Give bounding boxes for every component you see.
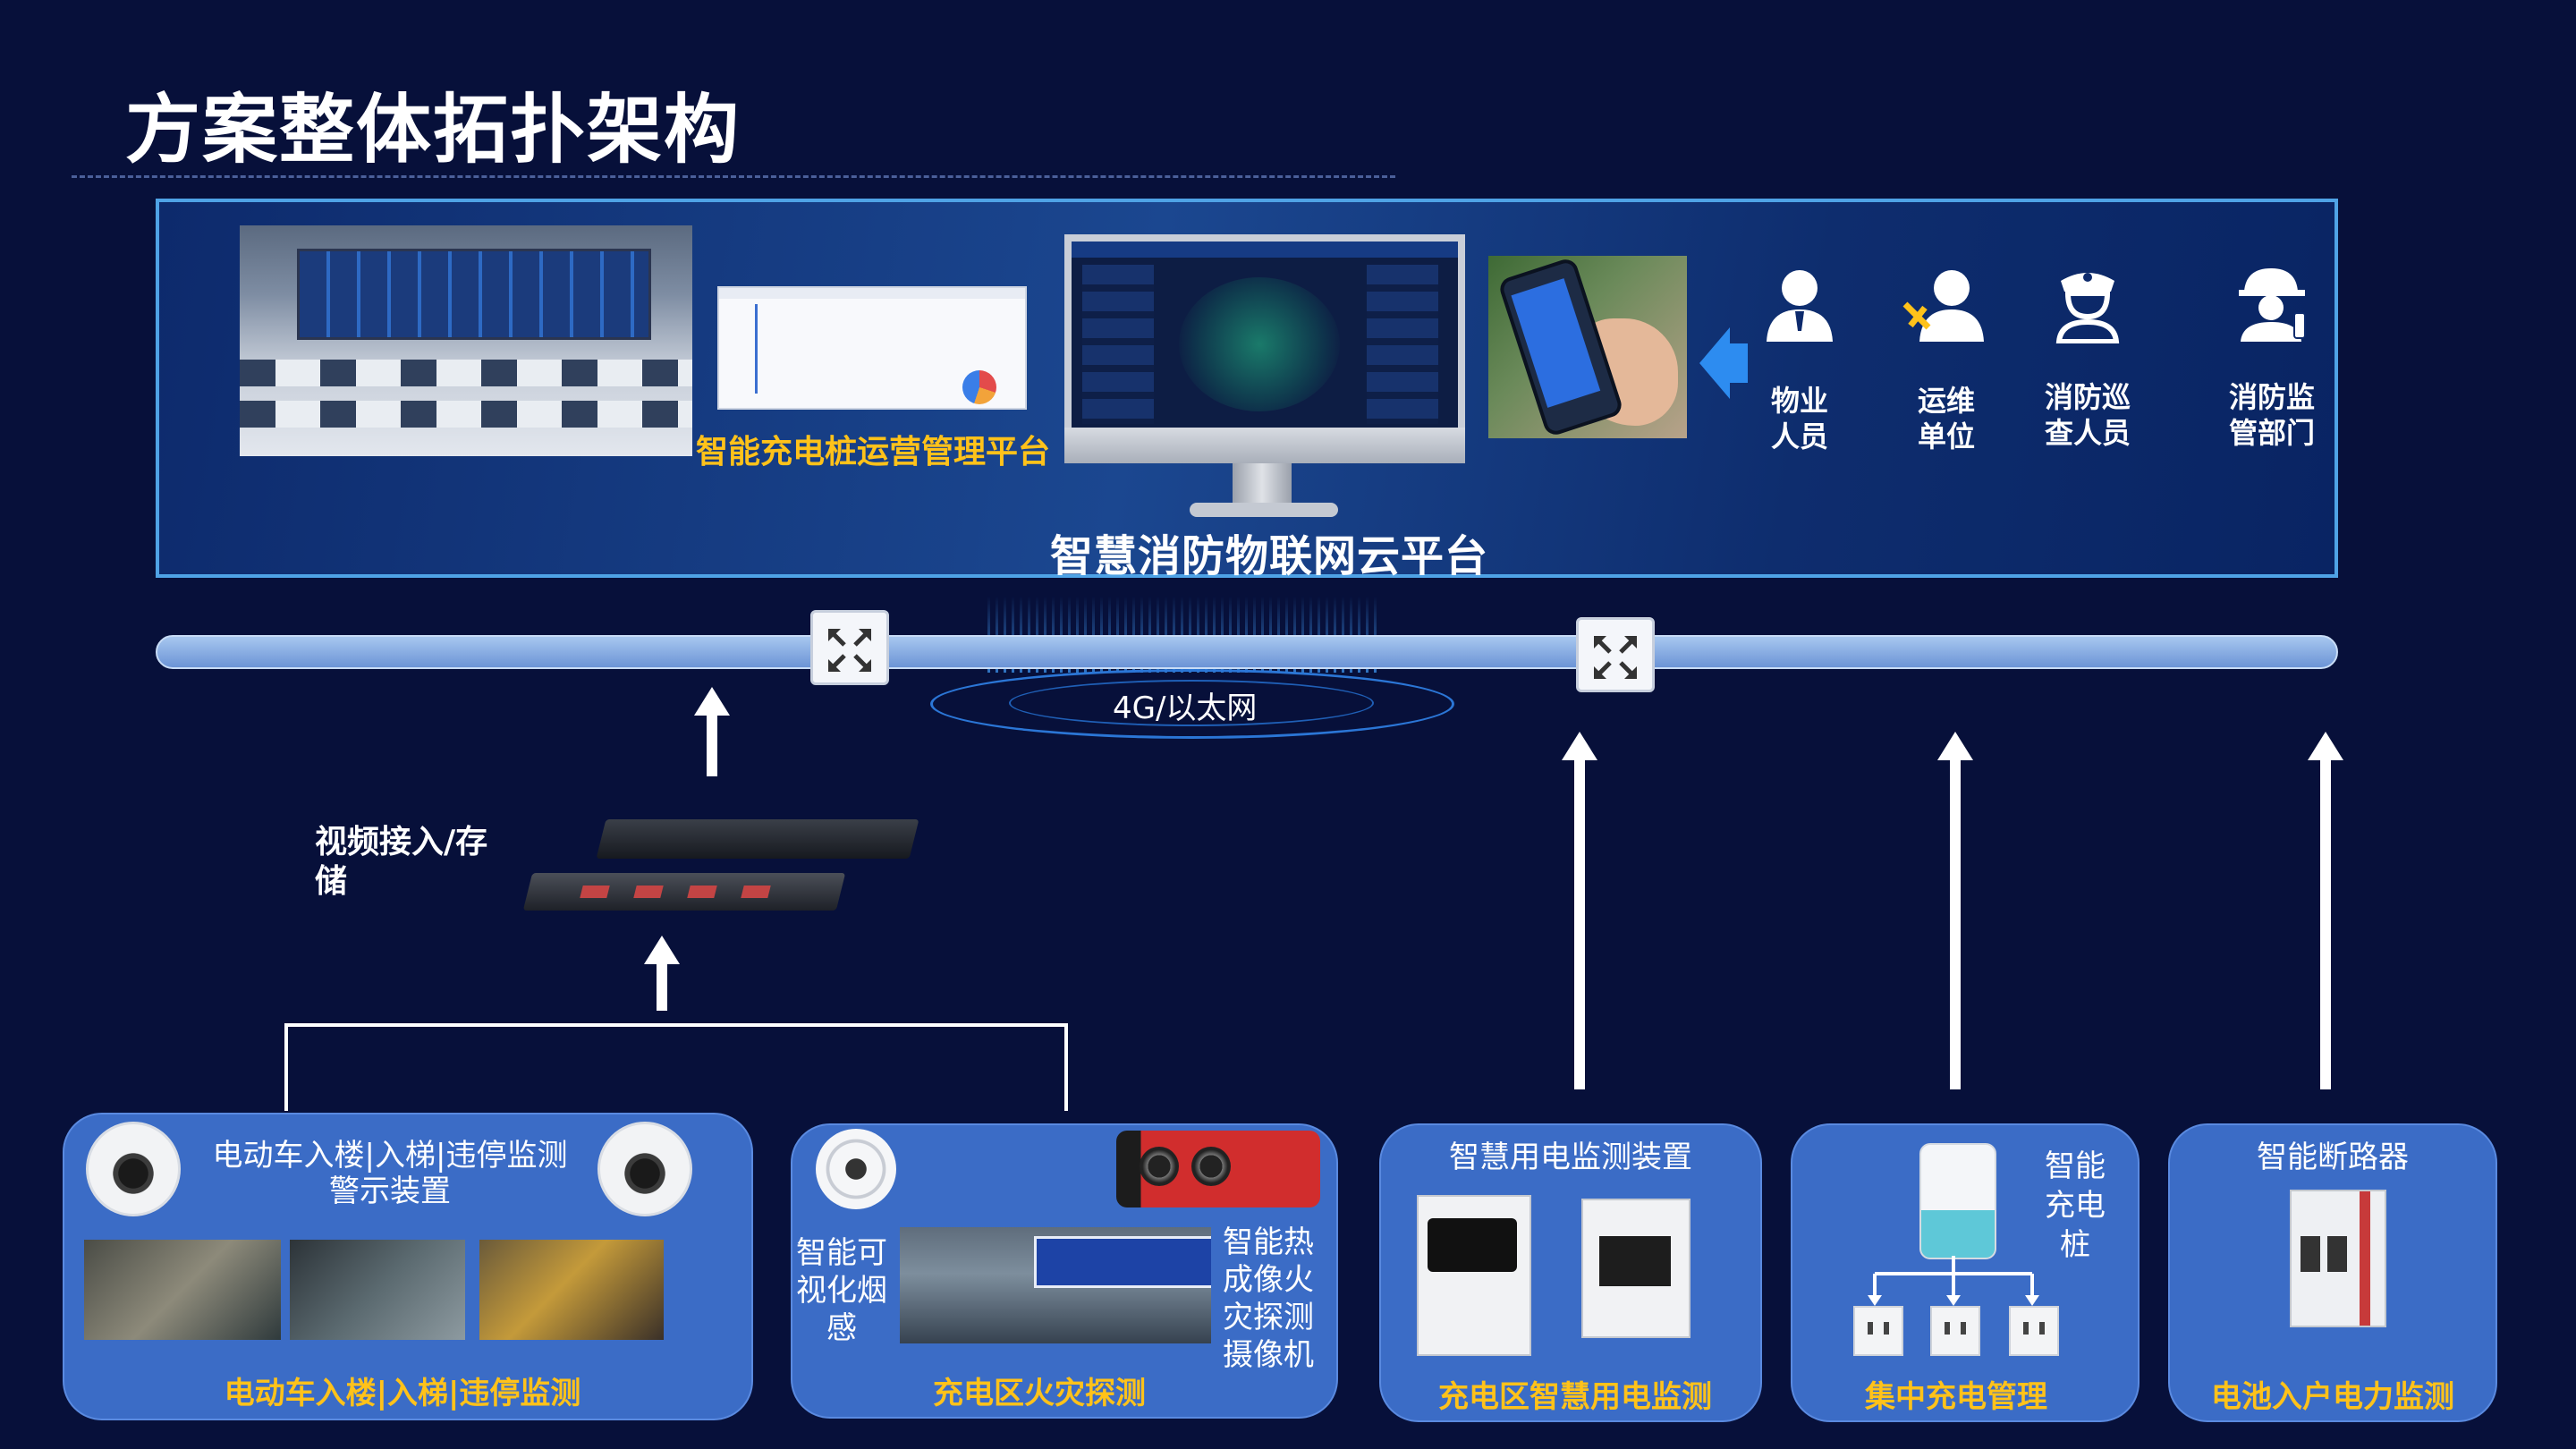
role-fire-inspector: 消防巡查人员	[2025, 265, 2150, 451]
arrow-shaft	[2320, 758, 2331, 1089]
dome-camera	[86, 1122, 181, 1216]
distribution-lines	[1868, 1256, 2039, 1306]
power-meter-device	[1417, 1195, 1531, 1356]
cloud-platform-label: 智慧消防物联网云平台	[1050, 531, 1489, 581]
smart-power-caption: 充电区智慧用电监测	[1438, 1379, 1712, 1415]
ops-platform-screenshot	[717, 286, 1027, 410]
title-divider	[72, 175, 1395, 178]
arrow-up-icon	[644, 936, 680, 964]
socket-icon	[1930, 1306, 1980, 1356]
arrow-up-icon	[694, 687, 730, 716]
video-bracket	[284, 1023, 1068, 1111]
ops-platform-label: 智能充电桩运营管理平台	[696, 434, 1051, 470]
role-fire-supervision: 消防监管部门	[2209, 265, 2334, 451]
ev-module-caption: 电动车入楼|入梯|违停监测	[224, 1376, 581, 1411]
switch-arrows-icon	[1594, 636, 1637, 679]
arrow-up-icon	[1937, 732, 1973, 760]
arrow-up-icon	[2308, 732, 2343, 760]
breaker-title: 智能断路器	[2257, 1140, 2409, 1175]
breaker-meter-device	[1581, 1199, 1690, 1338]
arrow-shaft	[1574, 758, 1585, 1089]
person-icon	[1767, 270, 1833, 342]
monitor-base	[1190, 503, 1338, 517]
smoke-detector	[816, 1129, 896, 1209]
monitor-stand	[1233, 463, 1292, 506]
role-property-staff: 物业人员	[1737, 268, 1862, 454]
nvr-device	[596, 819, 919, 859]
charging-pile-device	[1919, 1143, 1996, 1259]
arrow-left-tail	[1728, 343, 1748, 383]
thermal-camera-text: 智能热成像火灾探测摄像机	[1223, 1224, 1314, 1373]
arrow-shaft	[1950, 758, 1961, 1089]
switch-arrows-icon	[828, 629, 871, 672]
dashboard-monitor	[1064, 234, 1465, 442]
network-ring-inner	[1009, 680, 1374, 726]
fire-inspector-icon	[2055, 273, 2120, 343]
network-switch-right	[1576, 617, 1655, 692]
network-bus	[156, 635, 2338, 669]
parking-scene-photo	[479, 1240, 664, 1340]
page-title: 方案整体拓扑架构	[125, 86, 741, 174]
arrow-shaft	[707, 714, 717, 776]
role-maintenance-unit: 运维单位	[1884, 268, 2009, 454]
arrow-shaft	[657, 962, 667, 1011]
storage-device	[522, 873, 846, 911]
smoke-sensor-text: 智能可视化烟感	[796, 1235, 887, 1346]
arrow-up-icon	[1562, 732, 1597, 760]
fire-module-caption: 充电区火灾探测	[933, 1376, 1146, 1411]
charging-caption: 集中充电管理	[1865, 1379, 2047, 1415]
charging-station-photo	[900, 1227, 1211, 1343]
socket-icon	[2009, 1306, 2059, 1356]
ev-module-title: 电动车入楼|入梯|违停监测警示装置	[212, 1138, 568, 1209]
charging-pile-text: 智能充电桩	[2045, 1148, 2106, 1263]
monitor-chin	[1064, 428, 1465, 463]
breaker-caption: 电池入户电力监测	[2211, 1379, 2454, 1415]
control-room-photo	[240, 225, 692, 456]
thermal-camera	[1116, 1131, 1320, 1208]
socket-icon	[1853, 1306, 1903, 1356]
dome-camera	[597, 1122, 692, 1216]
smart-power-title: 智慧用电监测装置	[1449, 1140, 1692, 1175]
elevator-scene-photo	[290, 1240, 465, 1340]
network-switch-left	[810, 610, 889, 685]
smart-breaker-device	[2290, 1190, 2386, 1327]
firefighter-icon	[2239, 268, 2306, 342]
network-ring	[930, 669, 1454, 739]
maintenance-person-icon	[1902, 270, 1984, 342]
arrow-left-icon	[1699, 327, 1730, 399]
mobile-app-photo	[1488, 256, 1687, 438]
network-label: 4G/以太网	[1113, 691, 1258, 726]
nvr-label: 视频接入/存储	[315, 824, 488, 900]
pie-chart-icon	[962, 370, 996, 404]
ev-scene-photo	[84, 1240, 281, 1340]
